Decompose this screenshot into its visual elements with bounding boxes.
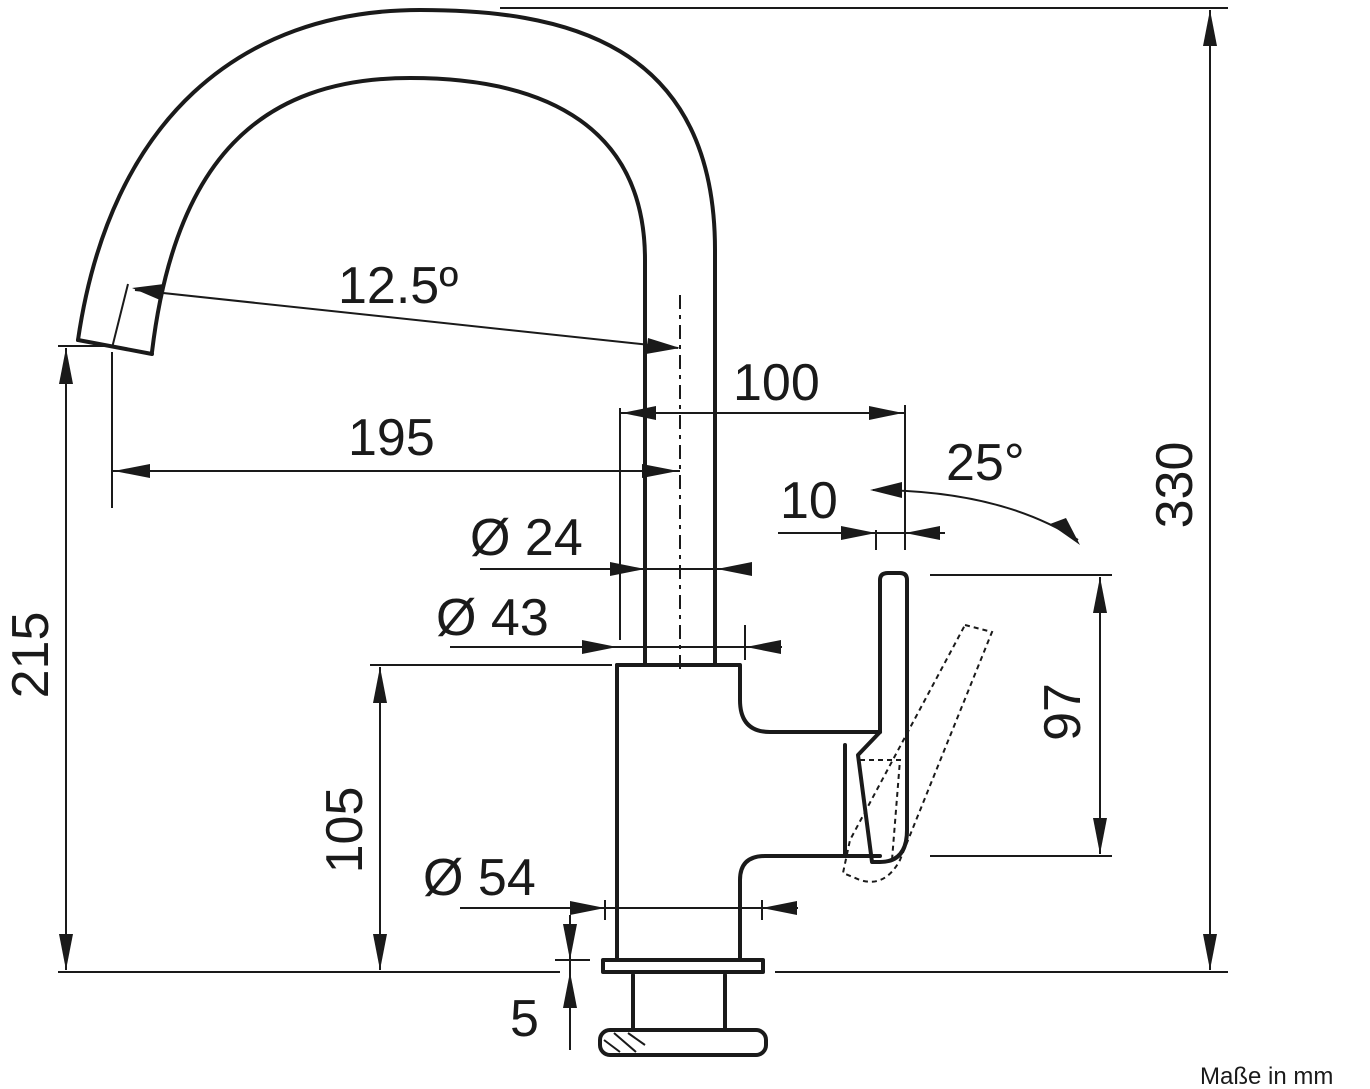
height-105-label: 105: [316, 787, 374, 874]
diameter-24-label: Ø 24: [470, 509, 583, 567]
reach-195-label: 195: [348, 409, 435, 467]
lever-tilted-outline: [841, 623, 994, 883]
base-plates: [598, 958, 768, 1057]
spout-outline: [76, 8, 717, 667]
extension-lines: [58, 7, 1228, 973]
offset-100-label: 100: [733, 354, 820, 412]
angle-lever-label: 25°: [946, 434, 1025, 492]
dimension-lines: [59, 10, 1217, 1050]
angle-spout-label: 12.5º: [338, 257, 458, 315]
body-outline: [615, 663, 882, 962]
lever-handle: [843, 571, 909, 864]
height-330-label: 330: [1146, 442, 1204, 529]
diameter-54-label: Ø 54: [423, 849, 536, 907]
diameter-43-label: Ø 43: [436, 589, 549, 647]
height-215-label: 215: [2, 612, 60, 699]
lever-10-label: 10: [780, 472, 838, 530]
height-97-label: 97: [1034, 683, 1092, 741]
thickness-5-label: 5: [510, 990, 539, 1048]
unit-note: Maße in mm: [1200, 1063, 1333, 1089]
